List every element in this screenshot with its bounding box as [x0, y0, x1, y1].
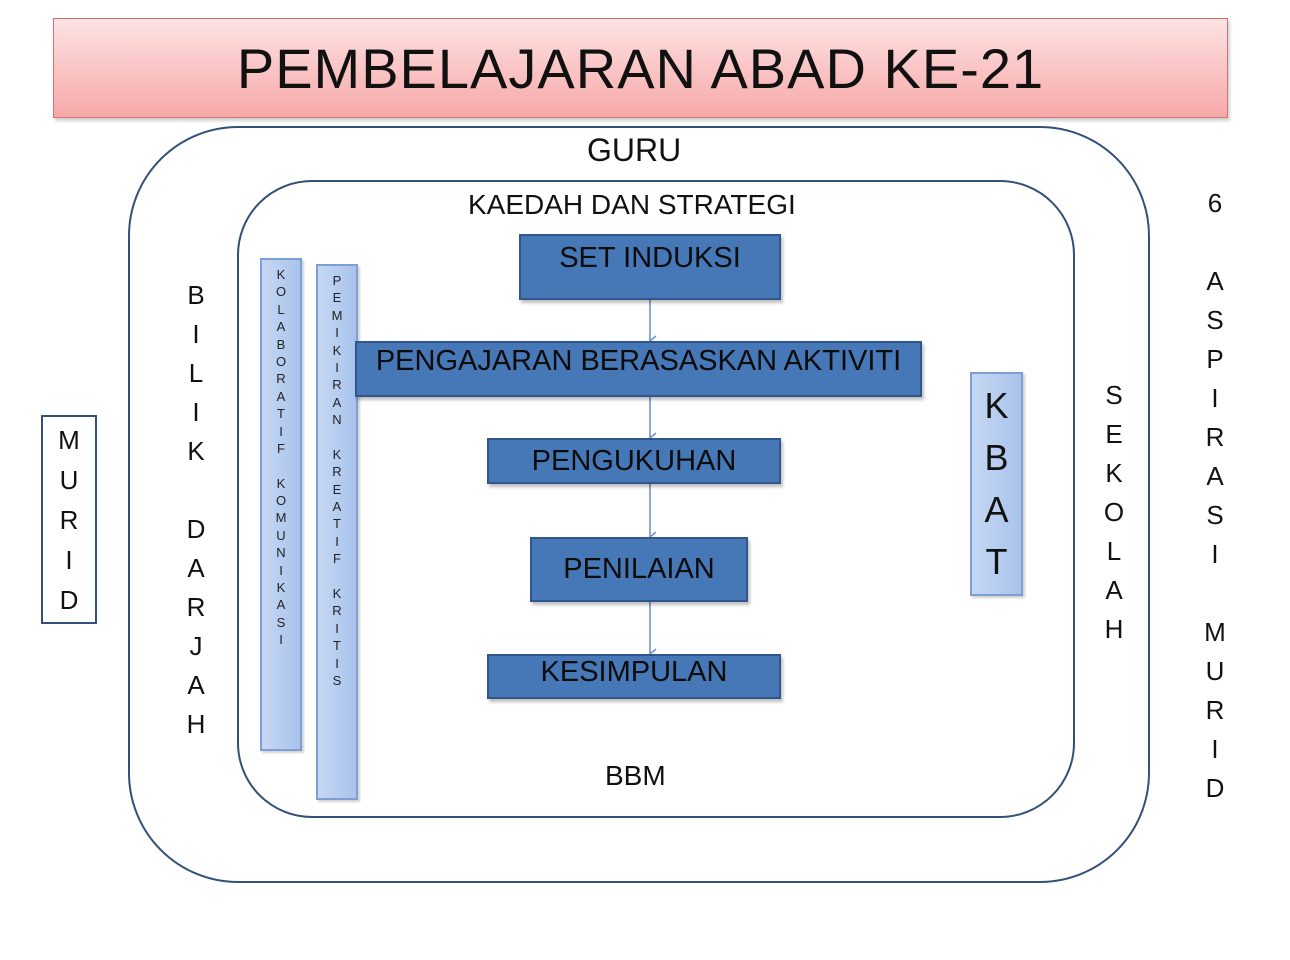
bbm-label: BBM — [605, 760, 666, 791]
step-pengajaran-berasaskan-aktiviti: PENGAJARAN BERASASKAN AKTIVITI — [355, 341, 922, 397]
step-label: PENGUKUHAN — [531, 444, 737, 477]
guru-label: GURU — [587, 132, 682, 168]
step-penilaian: PENILAIAN — [530, 537, 748, 602]
kaedah-label: KAEDAH DAN STRATEGI — [468, 189, 796, 220]
guru-outer-frame — [128, 126, 1150, 883]
step-set-induksi: SET INDUKSI — [519, 234, 781, 300]
step-label: PENGAJARAN BERASASKAN AKTIVITI — [375, 345, 902, 377]
kaedah-inner-frame — [237, 180, 1075, 818]
step-label: PENILAIAN — [563, 553, 715, 585]
title-banner: PEMBELAJARAN ABAD KE-21 — [53, 18, 1228, 118]
step-pengukuhan: PENGUKUHAN — [487, 438, 781, 484]
step-kesimpulan: KESIMPULAN — [487, 654, 781, 699]
step-label: SET INDUKSI — [559, 242, 741, 274]
step-label: KESIMPULAN — [540, 656, 728, 688]
page-title: PEMBELAJARAN ABAD KE-21 — [236, 36, 1045, 100]
